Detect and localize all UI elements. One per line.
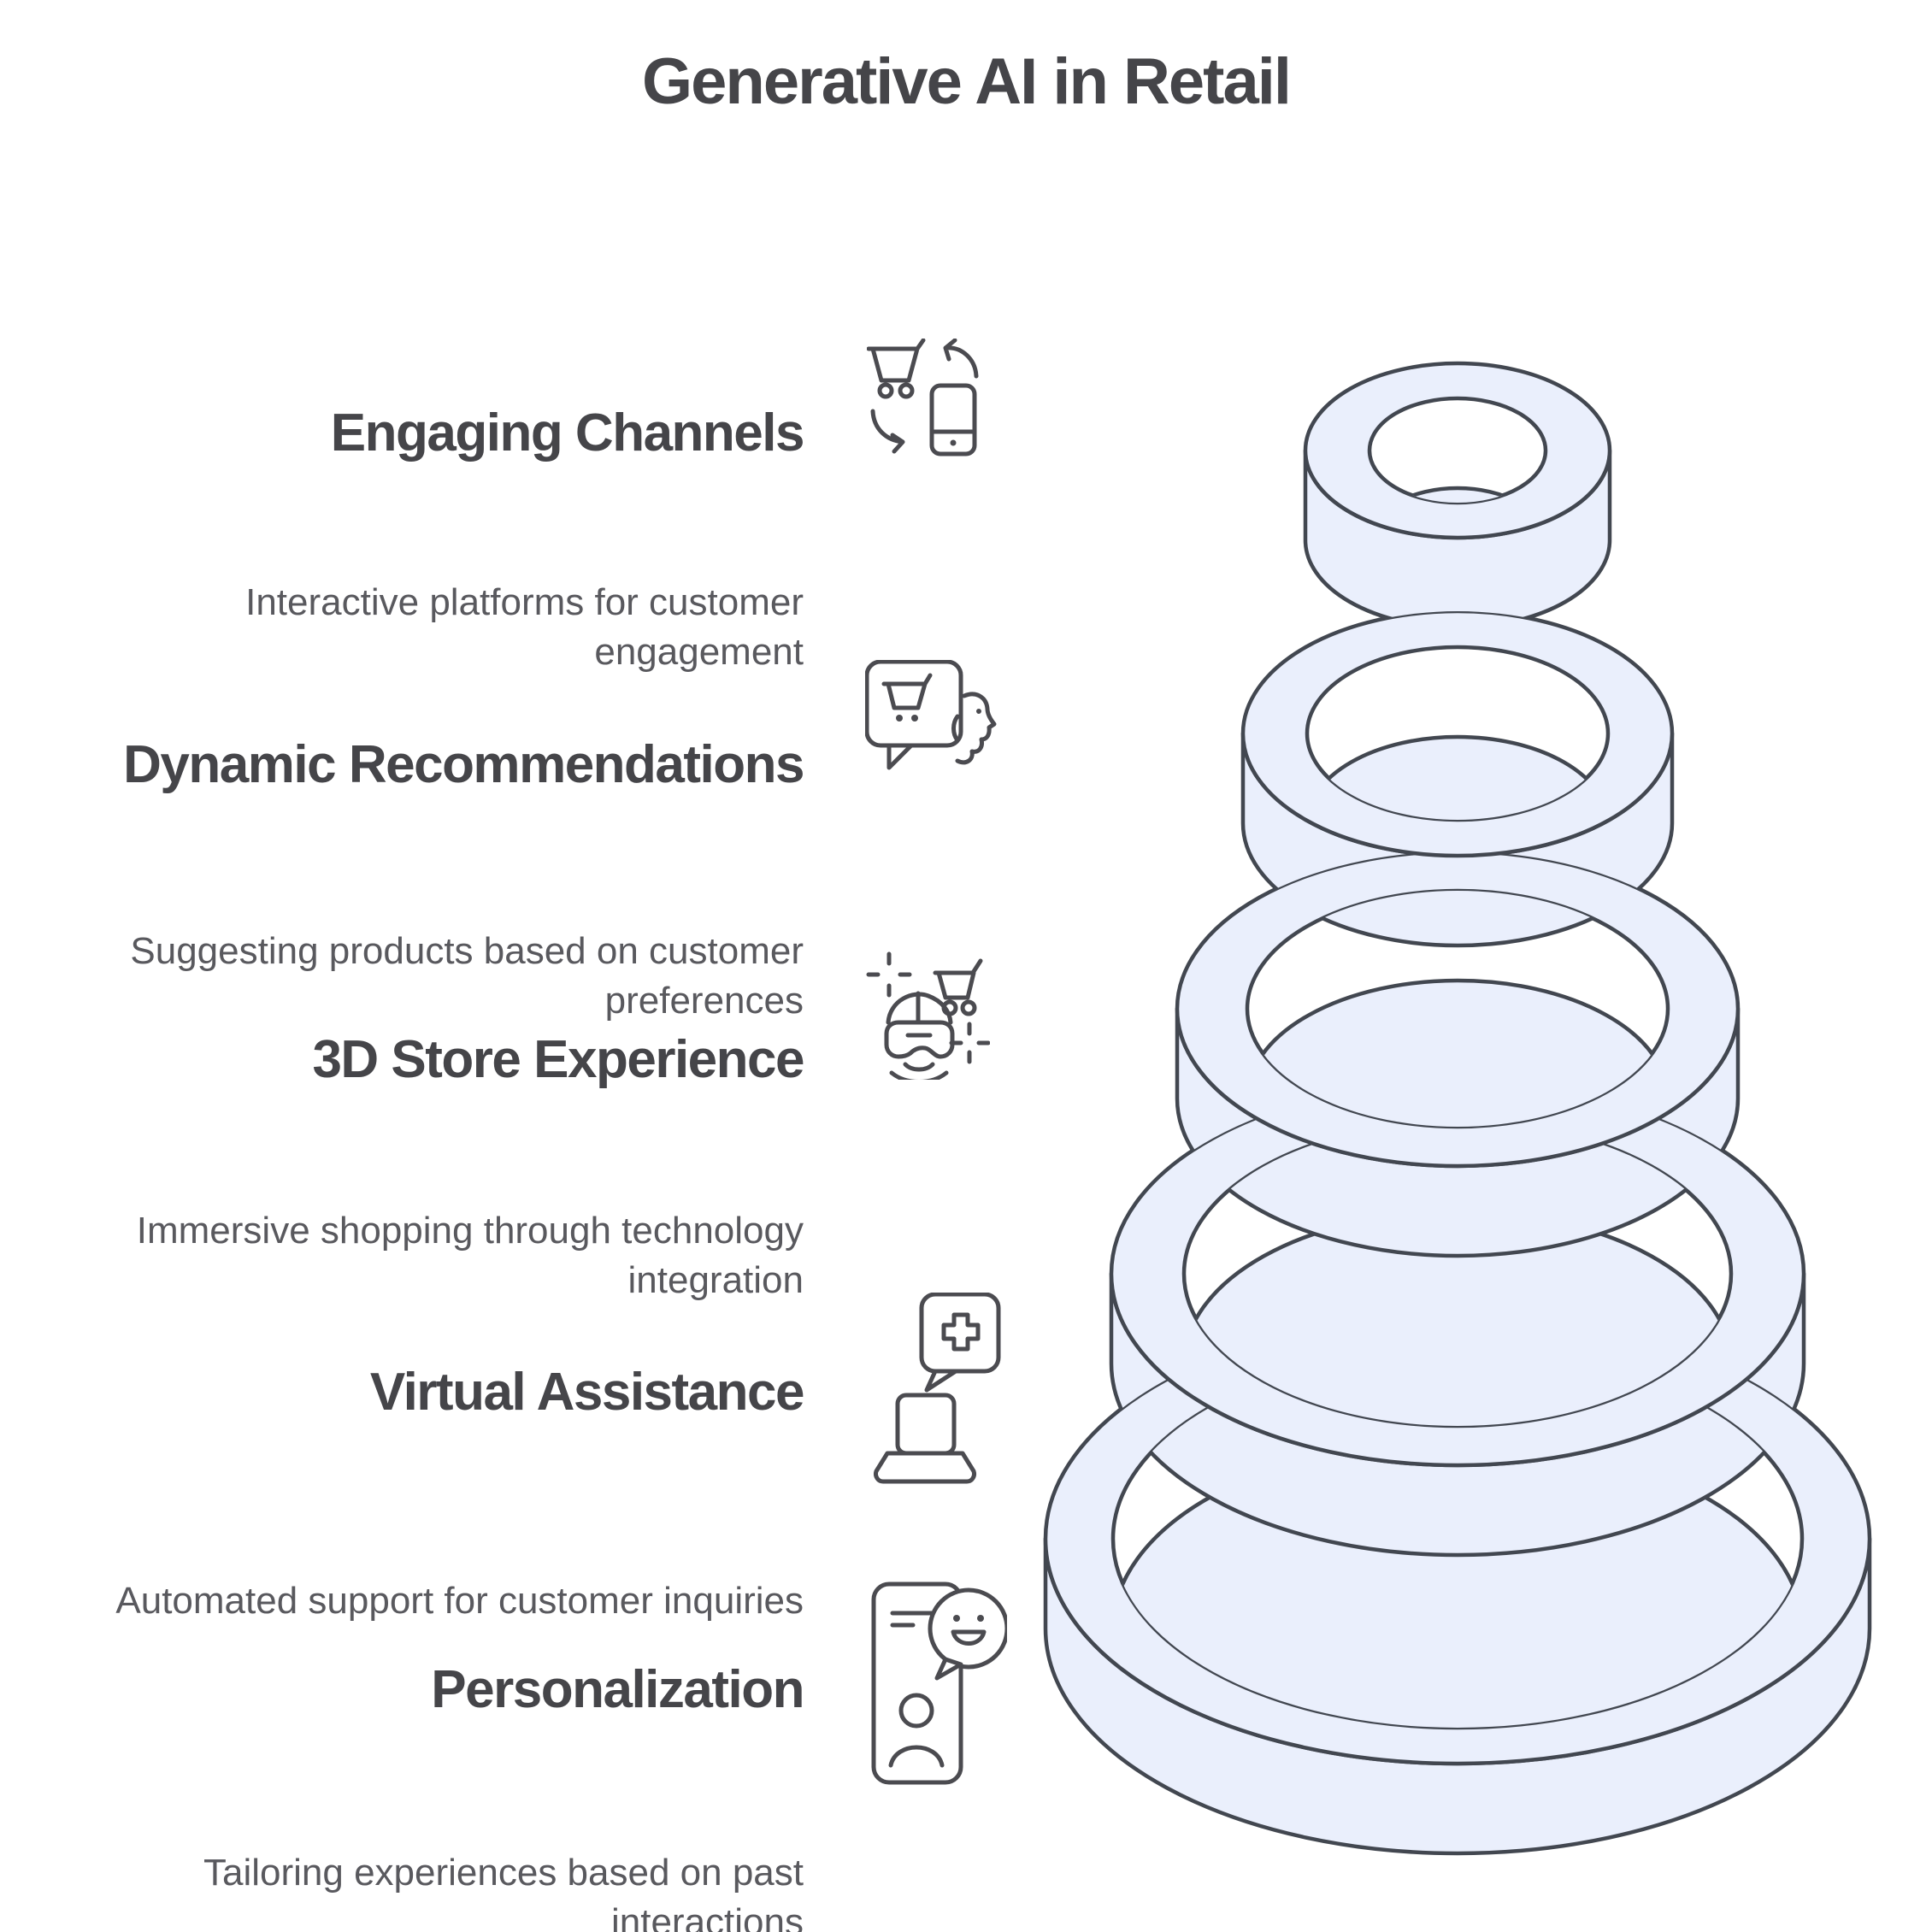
ring-level-5 xyxy=(1043,1311,1872,1856)
item-description: Suggesting products based on customer pr… xyxy=(130,930,804,1022)
page-title: Generative AI in Retail xyxy=(642,45,1292,118)
cart-sync-phone-icon xyxy=(867,339,980,458)
chat-cart-profile-icon xyxy=(865,660,1002,810)
ring-level-1 xyxy=(1303,361,1612,630)
item-virtual-assistance: Virtual Assistance Automated support for… xyxy=(0,1361,804,1626)
vr-headset-cart-icon xyxy=(862,947,990,1080)
item-description: Automated support for customer inquiries xyxy=(115,1580,804,1623)
item-heading: 3D Store Experience xyxy=(312,1030,804,1089)
item-engaging-channels: Engaging Channels Interactive platforms … xyxy=(0,402,804,676)
item-heading: Virtual Assistance xyxy=(369,1363,805,1422)
laptop-medical-chat-icon xyxy=(874,1293,1002,1506)
item-personalization: Personalization Tailoring experiences ba… xyxy=(0,1658,805,1932)
item-heading: Dynamic Recommendations xyxy=(123,735,804,794)
item-description: Tailoring experiences based on past inte… xyxy=(203,1852,804,1932)
ring-level-3 xyxy=(1175,849,1741,1258)
item-heading: Engaging Channels xyxy=(330,403,805,462)
ring-level-2 xyxy=(1240,609,1675,948)
item-heading: Personalization xyxy=(431,1660,804,1719)
item-3d-store-experience: 3D Store Experience Immersive shopping t… xyxy=(0,1028,805,1305)
ring-level-4 xyxy=(1109,1080,1806,1558)
item-description: Immersive shopping through technology in… xyxy=(136,1210,804,1301)
item-dynamic-recommendations: Dynamic Recommendations Suggesting produ… xyxy=(0,733,804,1025)
item-description: Interactive platforms for customer engag… xyxy=(245,581,804,673)
phone-smiley-chat-icon xyxy=(870,1576,1007,1798)
